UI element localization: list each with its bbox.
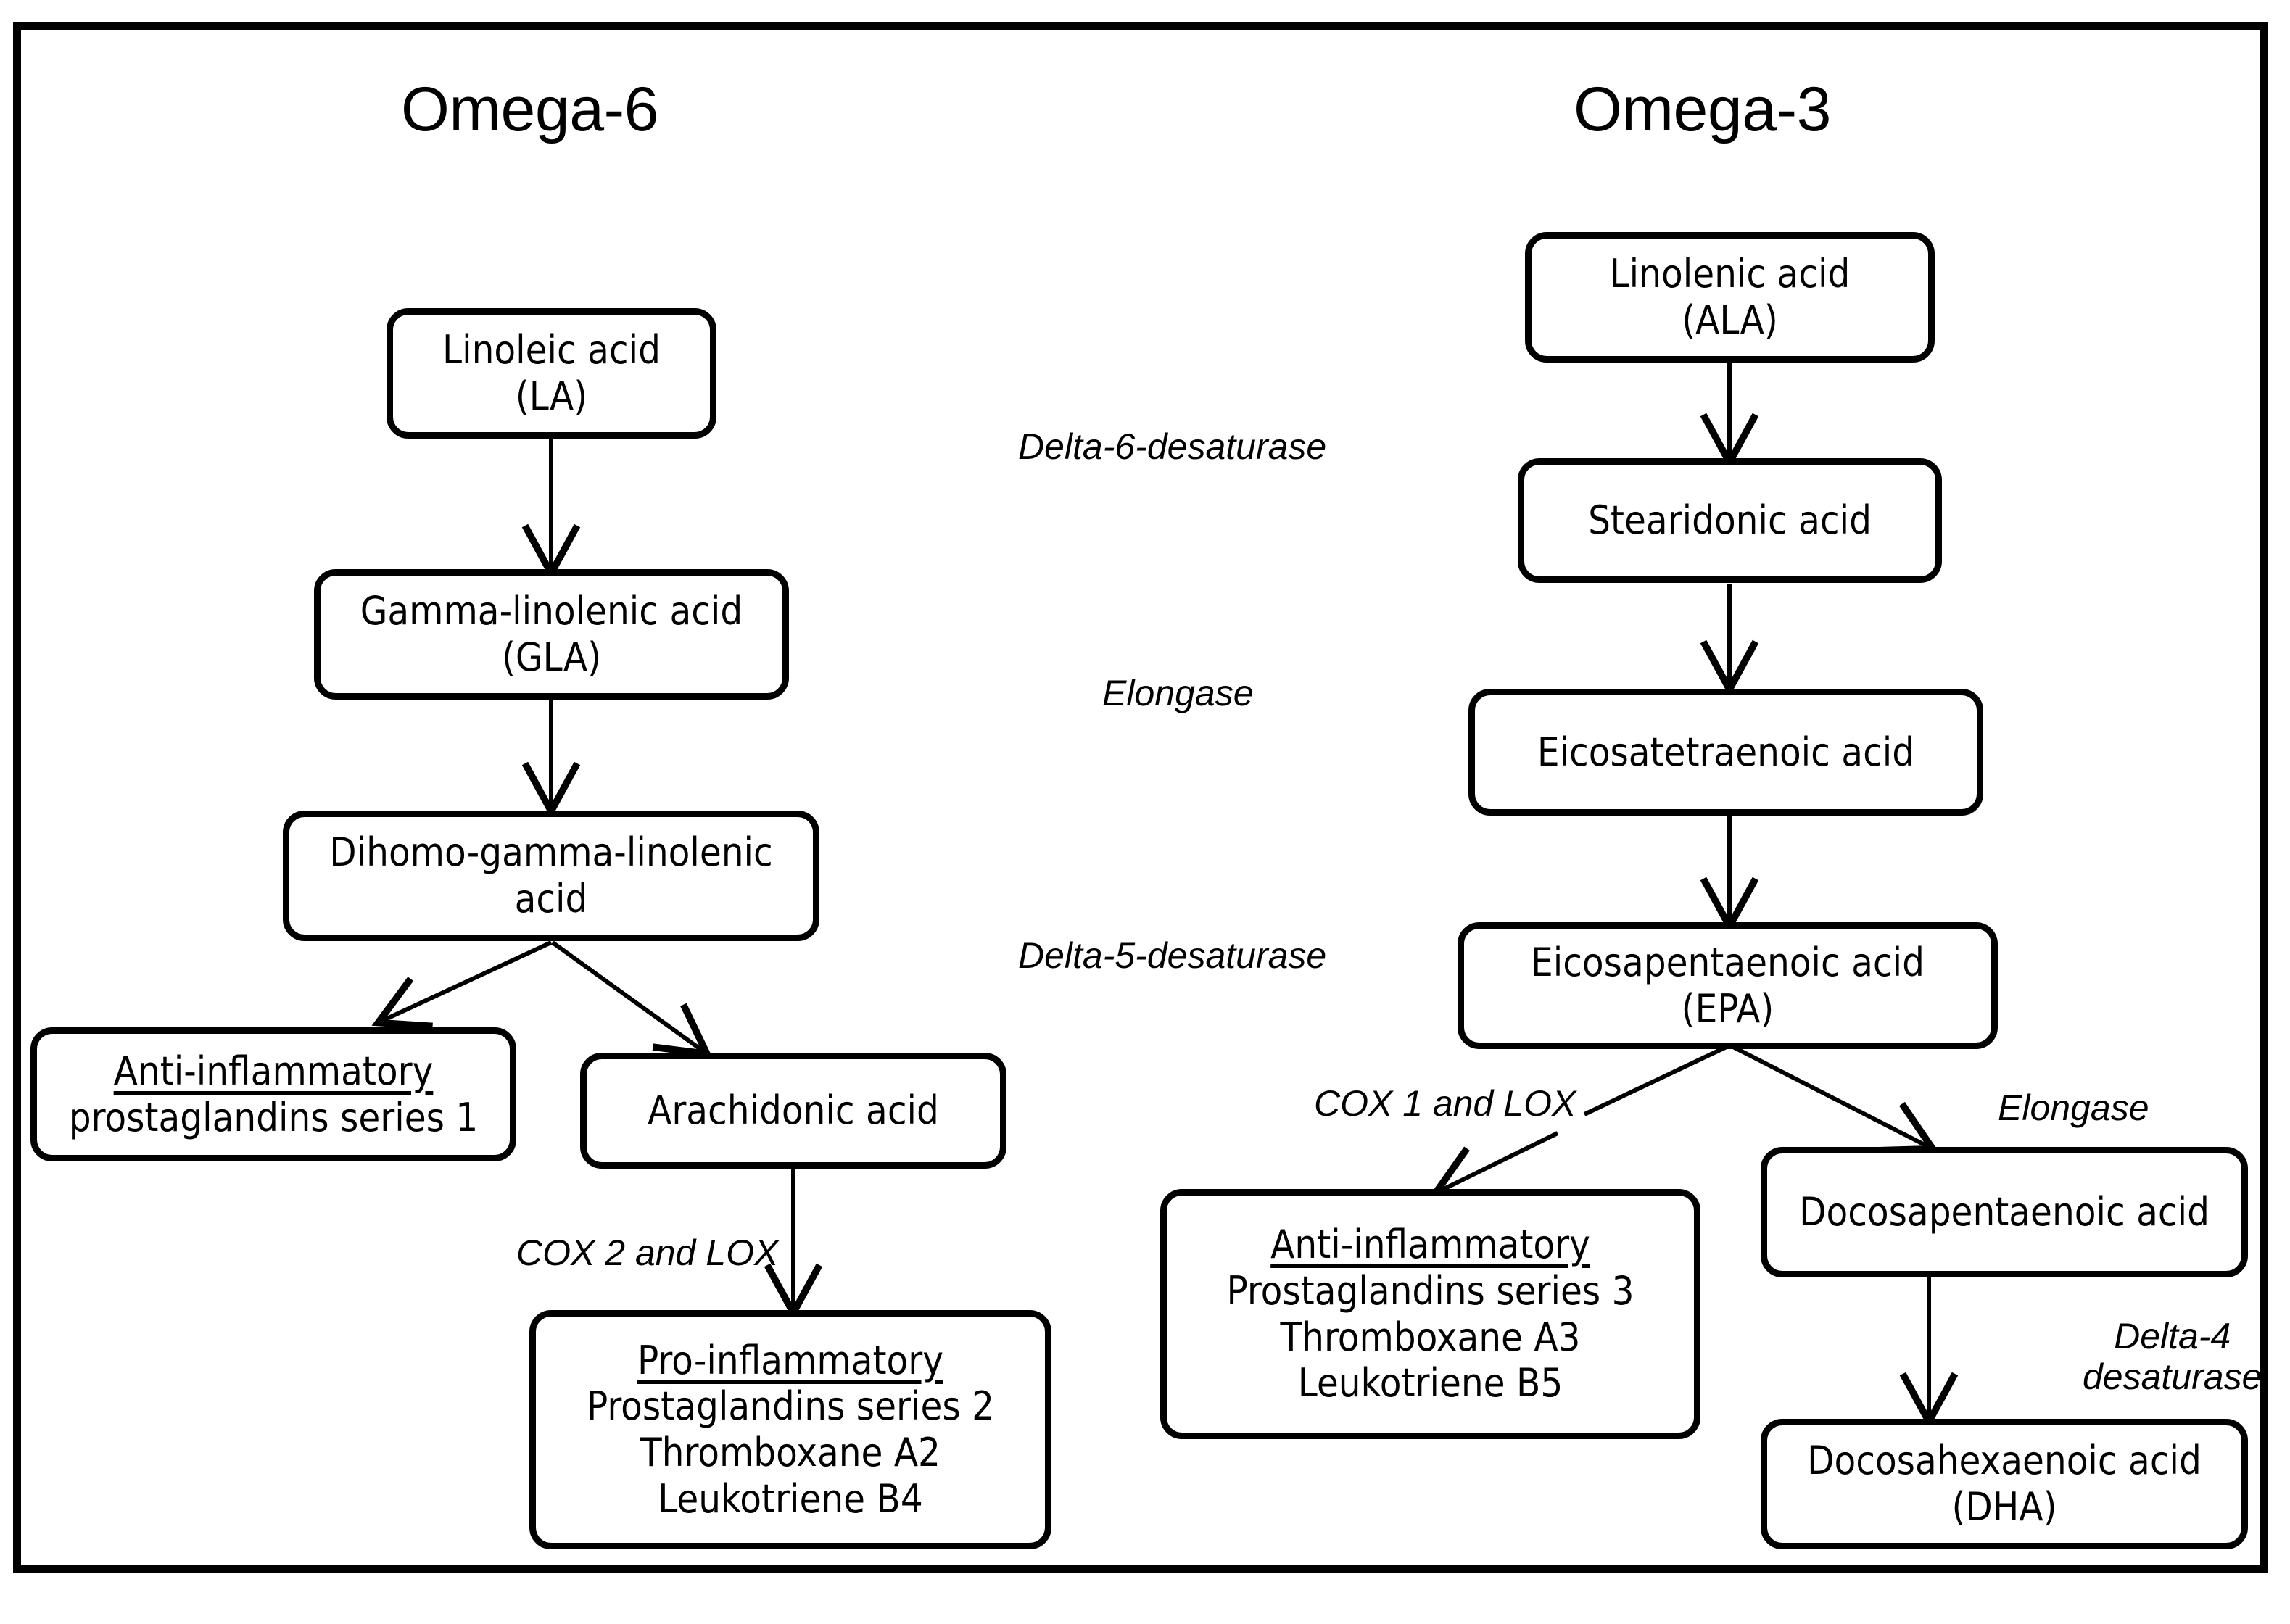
enzyme-label-delta-4-desaturase: Delta-4 desaturase — [2083, 1316, 2262, 1397]
node-gamma-linolenic-acid[interactable]: Gamma-linolenic acid (GLA) — [314, 569, 789, 700]
node-stearidonic-acid[interactable]: Stearidonic acid — [1518, 458, 1942, 583]
enzyme-label-elongase-right: Elongase — [1998, 1088, 2149, 1128]
node-eicosatetraenoic-acid[interactable]: Eicosatetraenoic acid — [1468, 689, 1983, 816]
node-line: Gamma-linolenic acid — [360, 588, 743, 634]
node-line: Eicosapentaenoic acid — [1531, 939, 1925, 985]
node-line: Thromboxane A3 — [1280, 1314, 1581, 1360]
node-line: Leukotriene B5 — [1297, 1360, 1563, 1406]
enzyme-label-delta-6-desaturase: Delta-6-desaturase — [1018, 426, 1327, 467]
node-line: Linoleic acid — [442, 327, 661, 373]
enzyme-label-delta-5-desaturase: Delta-5-desaturase — [1018, 935, 1327, 976]
node-linoleic-acid[interactable]: Linoleic acid (LA) — [387, 308, 716, 439]
node-line: Docosahexaenoic acid — [1807, 1438, 2202, 1484]
enzyme-label-cox2-and-lox: COX 2 and LOX — [516, 1232, 779, 1273]
node-line: Dihomo-gamma-linolenic — [329, 829, 773, 876]
node-docosahexaenoic-acid[interactable]: Docosahexaenoic acid (DHA) — [1761, 1419, 2248, 1549]
node-line: Linolenic acid — [1609, 251, 1851, 297]
node-line: Stearidonic acid — [1588, 497, 1872, 544]
node-line: Leukotriene B4 — [658, 1475, 923, 1522]
enzyme-label-line: Delta-4 — [2114, 1316, 2231, 1356]
node-pro-inflammatory-series2[interactable]: Pro-inflammatory Prostaglandins series 2… — [529, 1310, 1051, 1549]
node-line: Prostaglandins series 3 — [1226, 1267, 1634, 1314]
node-line: Arachidonic acid — [648, 1088, 939, 1134]
column-title-omega6: Omega-6 — [401, 75, 659, 144]
node-dihomo-gamma-linolenic-acid[interactable]: Dihomo-gamma-linolenic acid — [283, 811, 819, 941]
node-line: Thromboxane A2 — [640, 1430, 941, 1475]
node-line-heading: Pro-inflammatory — [637, 1337, 943, 1383]
node-line: Eicosatetraenoic acid — [1537, 729, 1915, 775]
enzyme-label-cox1-and-lox: COX 1 and LOX — [1314, 1083, 1576, 1124]
enzyme-label-elongase-middle: Elongase — [1102, 673, 1254, 713]
node-line: prostaglandins series 1 — [68, 1094, 479, 1140]
enzyme-label-line: desaturase — [2083, 1356, 2262, 1397]
node-line-heading: Anti-inflammatory — [1270, 1222, 1590, 1268]
node-arachidonic-acid[interactable]: Arachidonic acid — [580, 1053, 1006, 1169]
node-line: acid — [514, 876, 588, 921]
node-line-heading: Anti-inflammatory — [113, 1048, 434, 1094]
node-linolenic-acid[interactable]: Linolenic acid (ALA) — [1525, 232, 1935, 362]
node-docosapentaenoic-acid[interactable]: Docosapentaenoic acid — [1761, 1147, 2248, 1277]
outer-frame-border — [13, 22, 2268, 1573]
node-line: (EPA) — [1681, 985, 1774, 1032]
node-anti-inflammatory-series1[interactable]: Anti-inflammatory prostaglandins series … — [30, 1027, 516, 1161]
node-line: (ALA) — [1682, 297, 1778, 343]
node-line: (LA) — [515, 373, 588, 419]
node-line: (DHA) — [1951, 1484, 2057, 1530]
node-line: (GLA) — [501, 634, 602, 680]
column-title-omega3: Omega-3 — [1574, 75, 1832, 144]
node-line: Docosapentaenoic acid — [1799, 1189, 2210, 1235]
node-line: Prostaglandins series 2 — [587, 1383, 994, 1430]
node-eicosapentaenoic-acid[interactable]: Eicosapentaenoic acid (EPA) — [1458, 922, 1998, 1049]
node-anti-inflammatory-series3[interactable]: Anti-inflammatory Prostaglandins series … — [1160, 1189, 1700, 1439]
